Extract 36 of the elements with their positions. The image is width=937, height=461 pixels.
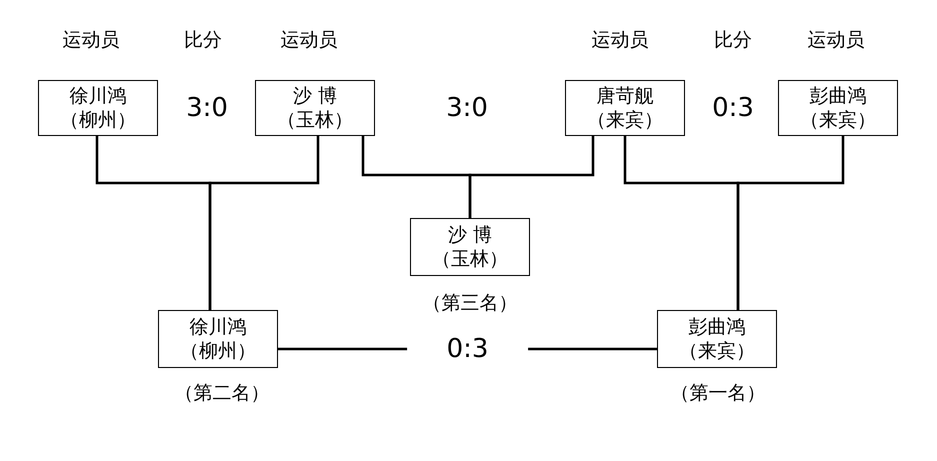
rank-label: （第一名） xyxy=(670,381,766,406)
player-name: 彭曲鸿 xyxy=(688,315,746,339)
player-box xyxy=(657,310,777,368)
player-box xyxy=(38,80,158,136)
player-name: 徐川鸿 xyxy=(70,84,126,108)
player-name: 沙 博 xyxy=(448,223,492,247)
player-city: （来宾） xyxy=(587,108,663,132)
player-name: 彭曲鸿 xyxy=(810,84,866,108)
player-box xyxy=(158,310,278,368)
column-header: 比分 xyxy=(714,28,752,53)
column-header: 运动员 xyxy=(62,28,120,53)
player-city: （来宾） xyxy=(679,339,755,363)
bracket-line xyxy=(736,136,844,310)
score-label: 3:0 xyxy=(446,93,488,123)
column-header: 运动员 xyxy=(808,28,864,53)
rank-label: （第二名） xyxy=(174,381,270,406)
player-box xyxy=(255,80,375,136)
rank-label: （第三名） xyxy=(422,291,518,316)
player-name: 徐川鸿 xyxy=(190,315,246,339)
player-city: （玉林） xyxy=(277,108,353,132)
player-city: （柳州） xyxy=(180,339,256,363)
column-header: 比分 xyxy=(184,28,222,53)
bracket-line xyxy=(208,136,320,310)
player-box xyxy=(778,80,898,136)
player-box xyxy=(565,80,685,136)
player-name: 唐苛舰 xyxy=(596,84,654,108)
player-box xyxy=(410,218,530,276)
column-header: 运动员 xyxy=(280,28,338,53)
player-city: （玉林） xyxy=(432,247,508,271)
bracket-line xyxy=(468,136,594,218)
score-label: 0:3 xyxy=(712,93,754,123)
score-label: 3:0 xyxy=(186,93,228,123)
player-city: （来宾） xyxy=(800,108,876,132)
player-city: （柳州） xyxy=(60,108,136,132)
column-header: 运动员 xyxy=(592,28,648,53)
player-name: 沙 博 xyxy=(292,84,338,108)
